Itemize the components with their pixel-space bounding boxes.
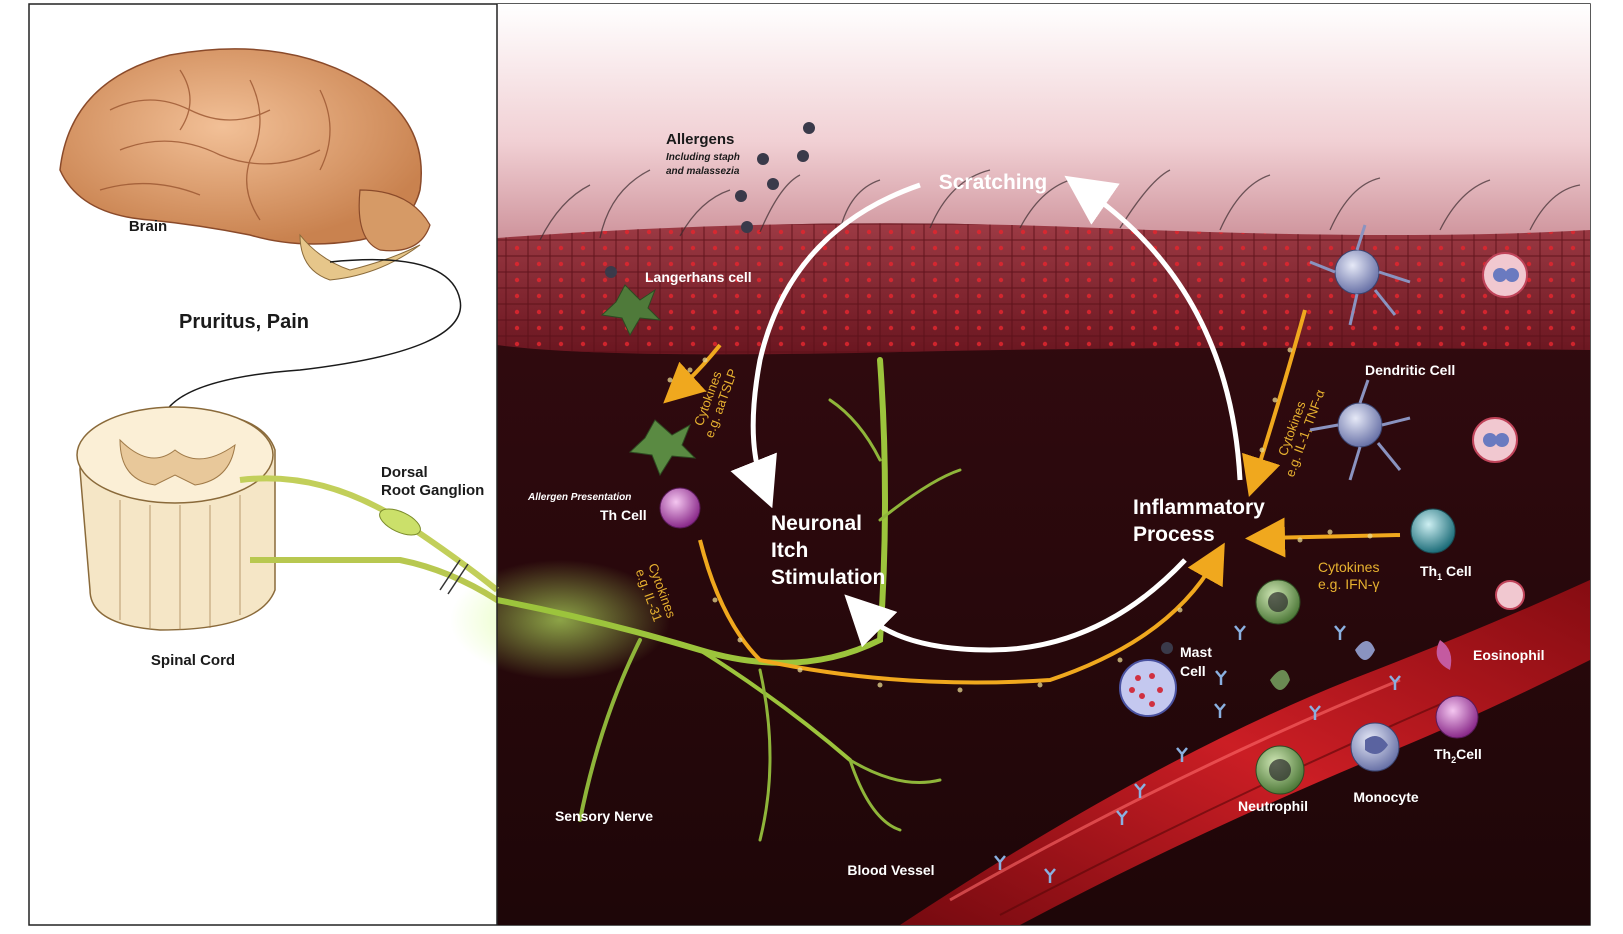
label-root-ganglion: Root Ganglion <box>381 482 484 499</box>
label-allergens-sub1: Including staph <box>666 152 740 163</box>
label-blood-vessel: Blood Vessel <box>847 862 934 878</box>
th-cell <box>660 488 700 528</box>
label-allergens-sub2: and malassezia <box>666 166 740 177</box>
label-sensory-nerve: Sensory Nerve <box>555 808 653 824</box>
skin-surface <box>497 4 1590 254</box>
label-allergens: Allergens <box>666 131 734 148</box>
label-langerhans-cell: Langerhans cell <box>645 269 752 285</box>
label-dorsal: Dorsal <box>381 464 428 481</box>
label-allergen-presentation: Allergen Presentation <box>527 492 631 503</box>
label-process: Process <box>1133 523 1215 546</box>
label-scratching: Scratching <box>939 171 1048 194</box>
label-pruritus-pain: Pruritus, Pain <box>179 311 309 333</box>
label-dendritic-cell: Dendritic Cell <box>1365 362 1455 378</box>
label-stimulation: Stimulation <box>771 566 885 589</box>
label-itch: Itch <box>771 539 808 562</box>
spinal-cord-illustration <box>77 407 275 630</box>
label-mast-cell: Cell <box>1180 663 1206 679</box>
label-th-cell: Th Cell <box>600 507 647 523</box>
label-spinal-cord: Spinal Cord <box>151 652 235 669</box>
label-brain: Brain <box>129 218 167 235</box>
label-cytokines-ifn: e.g. IFN-γ <box>1318 576 1379 592</box>
th1-cell <box>1411 509 1455 553</box>
label-cytokines-4: Cytokines <box>1318 559 1379 575</box>
label-neuronal: Neuronal <box>771 512 862 535</box>
label-inflammatory: Inflammatory <box>1133 496 1265 519</box>
th2-cell <box>1436 696 1478 738</box>
label-mast: Mast <box>1180 644 1212 660</box>
label-monocyte: Monocyte <box>1353 789 1419 805</box>
label-neutrophil: Neutrophil <box>1238 798 1308 814</box>
label-eosinophil: Eosinophil <box>1473 647 1545 663</box>
